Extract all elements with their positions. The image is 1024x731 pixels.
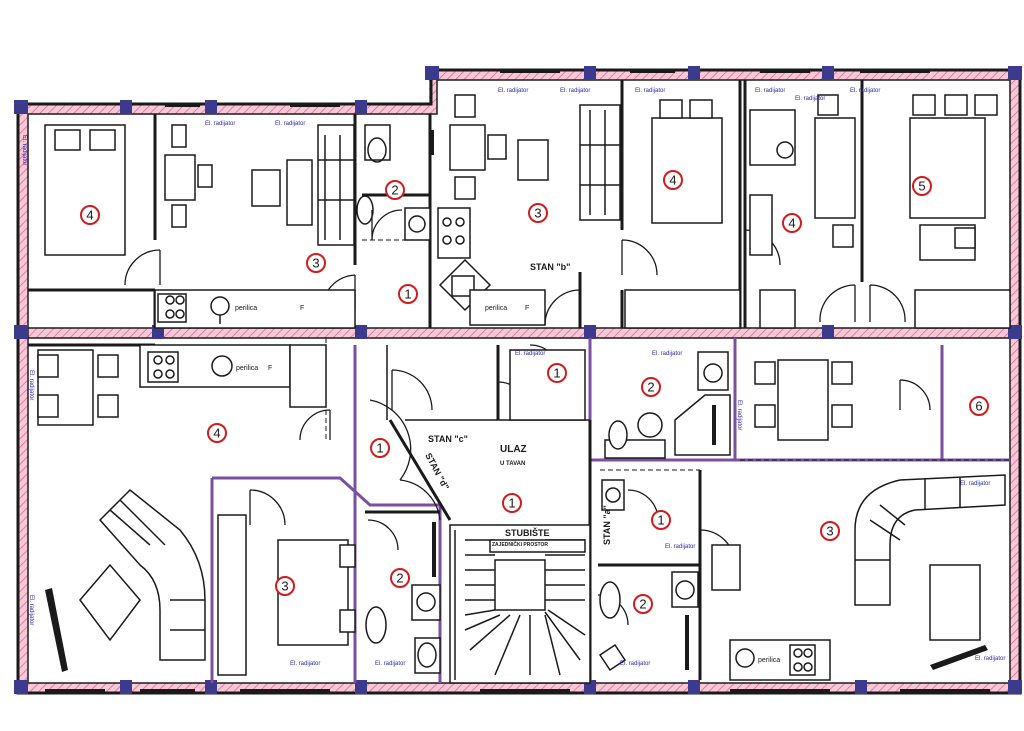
perilica-label-b: perilica — [485, 305, 507, 312]
zajednicki-label: ZAJEDNIČKI PROSTOR — [492, 541, 548, 548]
room-marker: 2 — [633, 594, 653, 614]
room-marker: 2 — [641, 377, 661, 397]
radiator-label: El. radijator — [375, 661, 405, 667]
radiator-label: El. radijator — [652, 351, 682, 357]
staircase — [449, 524, 591, 684]
svg-text:2: 2 — [396, 571, 403, 586]
furniture-apt-a: perilica F — [44, 124, 434, 329]
radiator-label: El. radijator — [620, 661, 650, 667]
furniture-apt-c: perilica F — [37, 344, 356, 676]
furniture-bath-c — [365, 522, 441, 674]
svg-text:1: 1 — [657, 513, 664, 528]
u-tavan-label: U TAVAN — [500, 461, 525, 467]
room-marker: 1 — [398, 284, 418, 304]
radiator-label: El. radijator — [515, 351, 545, 357]
svg-text:3: 3 — [826, 524, 833, 539]
svg-text:1: 1 — [508, 496, 515, 511]
radiator-label: El. radijator — [850, 88, 880, 94]
perilica-label-a: perilica — [235, 305, 257, 312]
svg-text:1: 1 — [553, 366, 560, 381]
stubiste-label: STUBIŠTE — [505, 527, 550, 538]
furniture-top-right — [749, 94, 1011, 329]
svg-text:2: 2 — [647, 380, 654, 395]
svg-text:1: 1 — [376, 441, 383, 456]
room-marker: 4 — [80, 205, 100, 225]
svg-text:4: 4 — [669, 173, 676, 188]
radiator-label: El. radijator — [635, 88, 665, 94]
room-marker: 3 — [306, 253, 326, 273]
windows — [45, 69, 990, 693]
fridge-label-a: F — [300, 305, 304, 312]
svg-text:1: 1 — [404, 287, 411, 302]
room-markers: 4 3 2 1 3 4 4 5 1 4 3 2 1 1 2 6 1 3 2 — [80, 170, 989, 614]
radiator-label: El. radijator — [28, 370, 34, 400]
stan-b-label: STAN "b" — [530, 262, 570, 272]
stan-a-label: STAN "a" — [602, 505, 612, 545]
radiator-label: El. radijator — [795, 96, 825, 102]
ulaz-label: ULAZ — [500, 444, 527, 455]
radiator-label: El. radijator — [275, 121, 305, 127]
fridge-label-b: F — [525, 305, 529, 312]
fridge-label-c: F — [268, 365, 272, 372]
radiator-labels: El. radijator El. radijator El. radijato… — [21, 88, 1005, 667]
perilica-label-c: perilica — [236, 365, 258, 372]
room-marker: 1 — [547, 363, 567, 383]
room-marker: 6 — [969, 396, 989, 416]
furniture-middle — [509, 349, 853, 459]
furniture-apt-b: perilica F STAN "b" — [437, 94, 741, 329]
room-marker: 2 — [390, 568, 410, 588]
radiator-label: El. radijator — [975, 656, 1005, 662]
svg-text:4: 4 — [788, 216, 795, 231]
svg-text:6: 6 — [975, 399, 982, 414]
room-marker: 1 — [502, 493, 522, 513]
room-marker: 4 — [207, 423, 227, 443]
room-marker: 3 — [275, 576, 295, 596]
radiator-label: El. radijator — [205, 121, 235, 127]
room-marker: 4 — [663, 170, 683, 190]
radiator-label: El. radijator — [560, 88, 590, 94]
perilica-label-d: perilica — [758, 657, 780, 664]
radiator-label: El. radijator — [736, 400, 742, 430]
svg-text:3: 3 — [312, 256, 319, 271]
radiator-label: El. radijator — [21, 135, 27, 165]
stan-c-label: STAN "c" — [428, 434, 468, 444]
svg-text:3: 3 — [534, 206, 541, 221]
radiator-label: El. radijator — [290, 661, 320, 667]
furniture-apt-d: perilica — [598, 474, 1006, 681]
room-marker: 5 — [912, 176, 932, 196]
svg-text:4: 4 — [86, 208, 93, 223]
room-marker: 3 — [820, 521, 840, 541]
svg-text:2: 2 — [639, 597, 646, 612]
room-marker: 4 — [782, 213, 802, 233]
svg-text:4: 4 — [213, 426, 220, 441]
radiator-label: El. radijator — [665, 544, 695, 550]
room-marker: 1 — [651, 510, 671, 530]
radiator-label: El. radijator — [498, 88, 528, 94]
stan-d-label: STAN "d" — [423, 451, 451, 491]
room-marker: 1 — [370, 438, 390, 458]
radiator-label: El. radijator — [28, 595, 34, 625]
svg-text:3: 3 — [281, 579, 288, 594]
room-marker: 3 — [528, 203, 548, 223]
radiator-label: El. radijator — [755, 88, 785, 94]
svg-text:2: 2 — [391, 183, 398, 198]
svg-text:5: 5 — [918, 179, 925, 194]
room-marker: 2 — [385, 180, 405, 200]
radiator-label: El. radijator — [960, 481, 990, 487]
